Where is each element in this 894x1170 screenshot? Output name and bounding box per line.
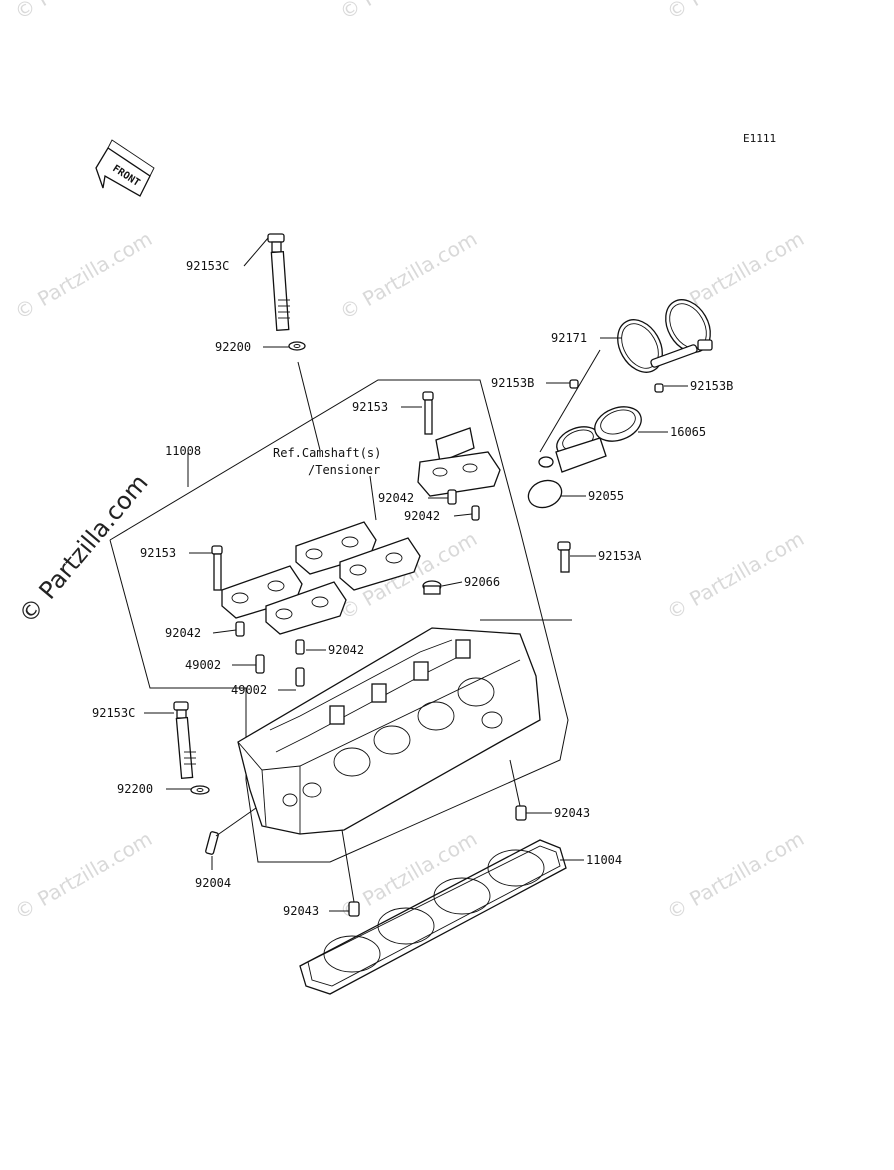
label-92043-left: 92043 [283,904,319,918]
label-16065: 16065 [670,425,706,439]
label-92042-c: 92042 [165,626,201,640]
main-watermark: © Partzilla.com [13,469,153,629]
label-92055: 92055 [588,489,624,503]
front-arrow-icon: FRONT [95,139,155,197]
watermark: © Partzilla.com [336,0,482,24]
label-92153A: 92153A [598,549,642,563]
oring-92055 [527,479,563,509]
watermark: © Partzilla.com [663,0,809,24]
label-92042-a: 92042 [378,491,414,505]
label-92200-top: 92200 [215,340,251,354]
leader-lines [144,237,688,912]
diagram-id: E1111 [743,132,776,145]
label-92004: 92004 [195,876,231,890]
bolt-92153C-top [267,233,290,332]
label-92042-d: 92042 [328,643,364,657]
cylinder-head [237,627,541,835]
label-92200-lower: 92200 [117,782,153,796]
reference-note-line1: Ref.Camshaft(s) [273,446,381,460]
label-92153-top: 92153 [352,400,388,414]
label-11008: 11008 [165,444,201,458]
label-92043-right: 92043 [554,806,590,820]
watermark: © Partzilla.com [336,226,482,324]
label-92153B-left: 92153B [491,376,534,390]
cam-caps [211,521,421,687]
bolt-92153A [557,541,571,573]
washer-92200-top [288,341,306,351]
watermark: © Partzilla.com [663,826,809,924]
watermark: © Partzilla.com [663,526,809,624]
part-labels: 92153C 92200 11008 92153 92042 92042 921… [92,259,733,918]
stud-92004 [205,831,219,855]
cam-cap-upper [417,391,501,521]
clamps-92171 [617,299,713,373]
head-gasket-11004 [299,839,567,995]
screws-92153B [569,379,664,393]
watermark: © Partzilla.com [11,0,157,24]
label-92066: 92066 [464,575,500,589]
washer-92200-lower [190,785,210,795]
label-92042-b: 92042 [404,509,440,523]
bolt-92153C-lower [173,701,196,780]
label-11004: 11004 [586,853,622,867]
label-92153C-lower: 92153C [92,706,135,720]
part-92066 [422,580,442,595]
label-49002-b: 49002 [231,683,267,697]
label-92153: 92153 [140,546,176,560]
label-92171: 92171 [551,331,587,345]
watermark: © Partzilla.com [11,826,157,924]
dowel-92043-left [348,901,360,917]
watermark: © Partzilla.com [11,226,157,324]
label-92153C-top: 92153C [186,259,229,273]
label-92153B-right: 92153B [690,379,733,393]
intake-holder-16065 [538,406,642,473]
label-49002-a: 49002 [185,658,221,672]
reference-note-line2: /Tensioner [308,463,380,477]
dowel-92043-right [515,805,527,821]
